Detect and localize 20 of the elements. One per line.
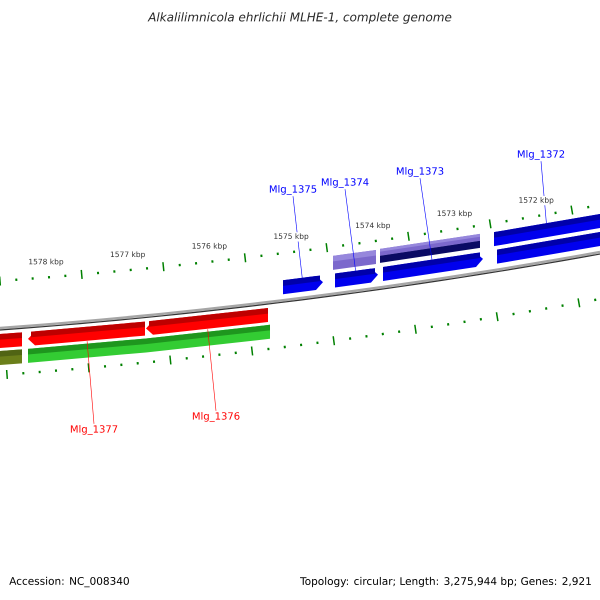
gene-label: Mlg_1375 xyxy=(270,185,316,195)
gene-segment xyxy=(335,268,378,288)
gene-segment xyxy=(283,276,323,294)
gene-segment xyxy=(28,322,145,346)
title: Alkalilimnicola ehrlichii MLHE-1, complete genome xyxy=(148,12,452,24)
gene-segment xyxy=(494,214,600,246)
leader-line xyxy=(292,196,302,278)
gene-label: Mlg_1376 xyxy=(192,412,240,422)
gene-segment xyxy=(146,308,268,335)
gene-label: Mlg_1373 xyxy=(396,167,444,177)
footer-text: Topology: circular; Length: 3,275,944 bp; Genes: 2,921 xyxy=(300,576,591,588)
gene-segment xyxy=(383,252,483,281)
leader-line xyxy=(344,188,356,271)
leader-line xyxy=(207,328,216,412)
gene-label: Mlg_1374 xyxy=(322,178,369,188)
gene-label: Mlg_1372 xyxy=(518,150,564,160)
leader-line xyxy=(420,178,432,260)
leader-line xyxy=(86,340,94,424)
gene-label: Mlg_1377 xyxy=(70,425,118,435)
footer-text: Accession: NC_008340 xyxy=(9,576,129,588)
